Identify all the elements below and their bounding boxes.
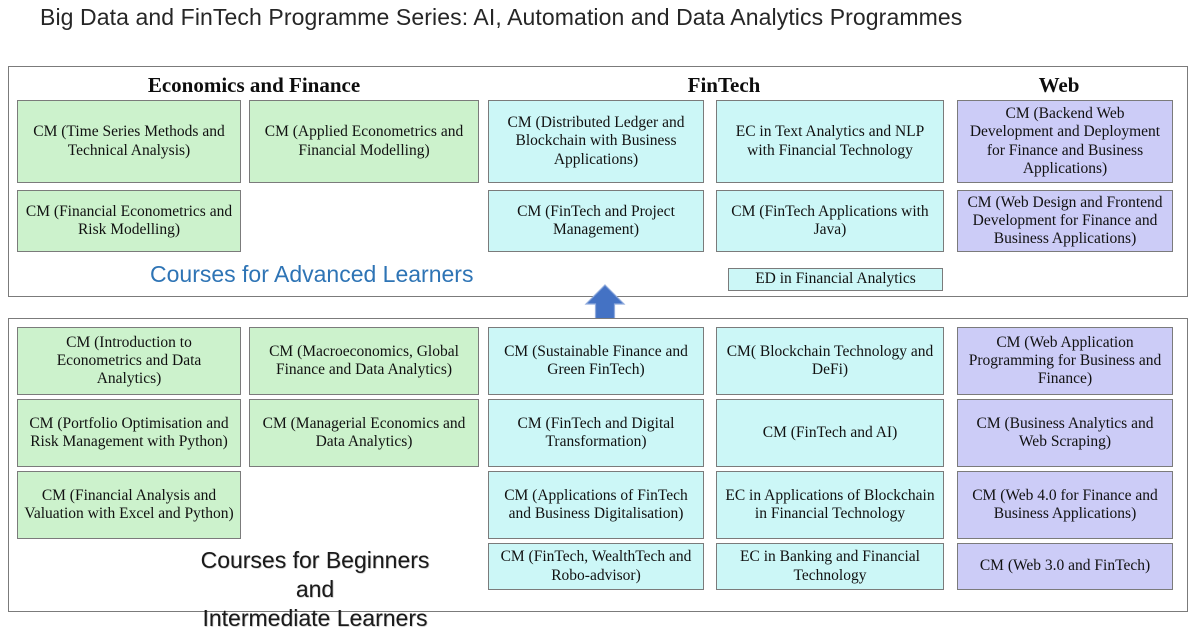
beginner-label-line1: Courses for Beginners and <box>200 547 430 602</box>
course-box[interactable]: CM (Sustainable Finance and Green FinTec… <box>488 327 704 395</box>
course-box[interactable]: EC in Banking and Financial Technology <box>716 543 944 590</box>
course-box[interactable]: CM (Web 3.0 and FinTech) <box>957 543 1173 590</box>
beginner-intermediate-learners-label: Courses for Beginners and Intermediate L… <box>180 546 450 632</box>
course-box[interactable]: CM (FinTech, WealthTech and Robo-advisor… <box>488 543 704 590</box>
course-box[interactable]: CM (FinTech and Digital Transformation) <box>488 399 704 467</box>
course-box[interactable]: CM( Blockchain Technology and DeFi) <box>716 327 944 395</box>
course-box[interactable]: CM (Applications of FinTech and Business… <box>488 471 704 539</box>
column-header-web: Web <box>1038 73 1080 97</box>
advanced-learners-panel: Economics and Finance FinTech Web CM (Ti… <box>8 66 1188 297</box>
course-box[interactable]: CM (Introduction to Econometrics and Dat… <box>17 327 241 395</box>
course-box[interactable]: CM (Backend Web Development and Deployme… <box>957 100 1173 183</box>
page-title: Big Data and FinTech Programme Series: A… <box>40 4 963 30</box>
course-box[interactable]: CM (FinTech and AI) <box>716 399 944 467</box>
course-box[interactable]: CM (FinTech Applications with Java) <box>716 190 944 252</box>
course-box[interactable]: CM (Macroeconomics, Global Finance and D… <box>249 327 479 395</box>
advanced-learners-label: Courses for Advanced Learners <box>150 261 474 287</box>
course-box[interactable]: CM (Financial Analysis and Valuation wit… <box>17 471 241 539</box>
course-box[interactable]: CM (Time Series Methods and Technical An… <box>17 100 241 183</box>
course-box[interactable]: CM (Web Design and Frontend Development … <box>957 190 1173 252</box>
column-header-economics-finance: Economics and Finance <box>147 73 361 97</box>
beginner-label-line2: Intermediate Learners <box>202 604 428 631</box>
course-box[interactable]: EC in Text Analytics and NLP with Financ… <box>716 100 944 183</box>
beginner-intermediate-learners-panel: CM (Introduction to Econometrics and Dat… <box>8 318 1188 612</box>
course-box[interactable]: CM (Applied Econometrics and Financial M… <box>249 100 479 183</box>
course-box[interactable]: CM (FinTech and Project Management) <box>488 190 704 252</box>
course-box[interactable]: ED in Financial Analytics <box>728 268 943 291</box>
course-box[interactable]: EC in Applications of Blockchain in Fina… <box>716 471 944 539</box>
course-box[interactable]: CM (Web Application Programming for Busi… <box>957 327 1173 395</box>
course-box[interactable]: CM (Financial Econometrics and Risk Mode… <box>17 190 241 252</box>
column-header-fintech: FinTech <box>687 73 761 97</box>
course-box[interactable]: CM (Managerial Economics and Data Analyt… <box>249 399 479 467</box>
course-box[interactable]: CM (Portfolio Optimisation and Risk Mana… <box>17 399 241 467</box>
course-box[interactable]: CM (Web 4.0 for Finance and Business App… <box>957 471 1173 539</box>
course-box[interactable]: CM (Distributed Ledger and Blockchain wi… <box>488 100 704 183</box>
course-box[interactable]: CM (Business Analytics and Web Scraping) <box>957 399 1173 467</box>
